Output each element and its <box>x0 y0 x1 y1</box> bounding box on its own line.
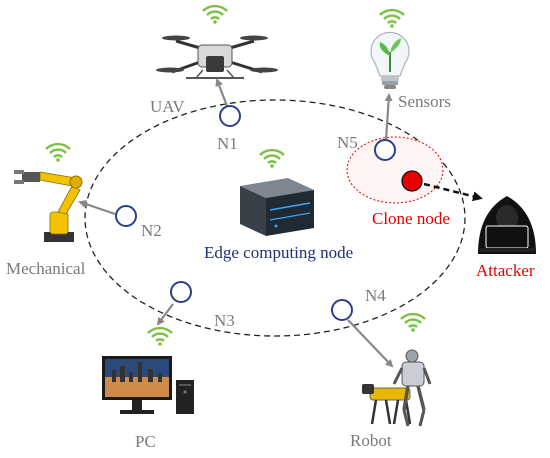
n2-label: N2 <box>141 221 162 240</box>
server-icon <box>240 178 314 236</box>
uav-label: UAV <box>150 97 185 116</box>
robot-dog-icon <box>362 384 412 425</box>
n2-arrow <box>78 200 116 216</box>
clone-node[interactable] <box>401 170 423 192</box>
drone-icon <box>156 35 278 79</box>
wifi-icon <box>44 142 72 164</box>
node-n5[interactable] <box>374 139 396 161</box>
edge-label: Edge computing node <box>204 243 353 262</box>
n3-arrow <box>156 303 174 326</box>
network-boundary <box>84 99 466 337</box>
n1-label: N1 <box>217 134 238 153</box>
clone-label: Clone node <box>372 209 450 228</box>
n5-arrow <box>384 93 393 141</box>
n5-label: N5 <box>337 133 358 152</box>
bulb-sprout-icon <box>370 31 410 89</box>
node-n4[interactable] <box>331 299 353 321</box>
monitor-icon <box>102 356 172 414</box>
attacker-label: Attacker <box>476 261 535 280</box>
wifi-icon <box>146 326 174 347</box>
node-n1[interactable] <box>219 105 241 127</box>
wifi-icon <box>201 4 229 25</box>
sensors-label: Sensors <box>398 92 451 111</box>
n4-label: N4 <box>365 286 386 305</box>
humanoid-robot-icon <box>392 349 432 427</box>
pc-tower-icon <box>176 380 194 414</box>
pc-label: PC <box>135 432 156 451</box>
wifi-icon <box>399 312 427 333</box>
robot-label: Robot <box>350 431 392 450</box>
node-n2[interactable] <box>115 205 137 227</box>
hacker-icon <box>478 196 536 254</box>
n1-arrow <box>215 78 229 107</box>
robot-arm-icon <box>14 170 83 242</box>
n3-label: N3 <box>214 311 235 330</box>
n4-arrow <box>347 319 394 368</box>
wifi-icon <box>378 8 406 29</box>
wifi-icon <box>258 148 286 170</box>
node-n3[interactable] <box>170 281 192 303</box>
mechanical-label: Mechanical <box>6 259 86 278</box>
